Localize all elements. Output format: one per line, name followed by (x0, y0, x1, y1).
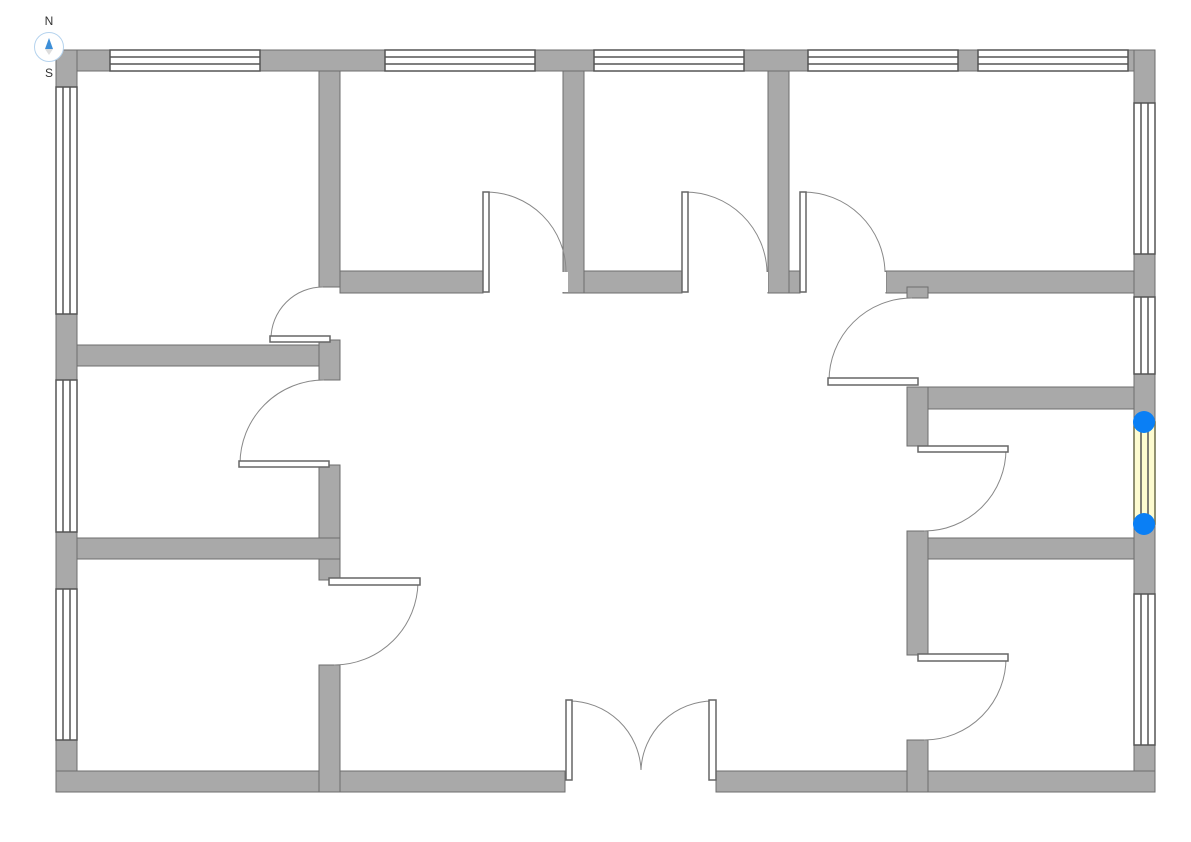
window[interactable] (1133, 296, 1156, 375)
door-swing-arc (485, 191, 567, 273)
door[interactable] (565, 699, 573, 781)
door[interactable] (917, 653, 1009, 662)
door-opening (483, 272, 568, 292)
window[interactable] (593, 49, 745, 72)
door-swing-arc (684, 191, 768, 273)
wall[interactable] (927, 537, 1135, 560)
door-opening (682, 272, 768, 292)
wall[interactable] (318, 664, 341, 793)
door-opening (800, 272, 886, 292)
window[interactable] (55, 588, 78, 741)
wall[interactable] (906, 286, 929, 299)
wall[interactable] (562, 70, 585, 294)
wall[interactable] (76, 537, 341, 560)
compass-south-label: S (44, 66, 53, 80)
door-swing-arc (923, 656, 1007, 741)
door-swing-arc (333, 581, 419, 666)
wall[interactable] (767, 70, 790, 294)
window[interactable] (109, 49, 261, 72)
wall[interactable] (339, 270, 484, 294)
compass-icon (34, 32, 64, 62)
wall[interactable] (715, 770, 1156, 793)
window[interactable] (384, 49, 536, 72)
wall[interactable] (318, 339, 341, 381)
selection-handle-bottom[interactable] (1133, 513, 1155, 535)
wall[interactable] (927, 386, 1135, 410)
door-swing-arc (568, 700, 642, 771)
window[interactable] (1133, 593, 1156, 746)
door[interactable] (269, 335, 331, 343)
selection-handle-top[interactable] (1133, 411, 1155, 433)
wall[interactable] (906, 739, 929, 793)
door[interactable] (827, 377, 919, 386)
door[interactable] (799, 191, 807, 293)
wall[interactable] (55, 770, 566, 793)
door[interactable] (681, 191, 689, 293)
door-swing-arc (270, 286, 324, 340)
door[interactable] (482, 191, 490, 293)
wall[interactable] (76, 344, 341, 367)
selected-window[interactable] (1133, 421, 1156, 525)
door-swing-arc (239, 379, 325, 465)
window[interactable] (55, 86, 78, 315)
door[interactable] (708, 699, 717, 781)
window[interactable] (807, 49, 959, 72)
window[interactable] (977, 49, 1129, 72)
wall[interactable] (318, 70, 341, 288)
window[interactable] (1133, 102, 1156, 255)
door[interactable] (238, 460, 330, 468)
wall[interactable] (906, 530, 929, 656)
door-swing-arc (923, 448, 1007, 532)
window[interactable] (55, 379, 78, 533)
wall[interactable] (906, 386, 929, 447)
door-swing-arc (802, 191, 886, 273)
door-swing-arc (640, 700, 714, 771)
compass[interactable]: N S (33, 14, 69, 84)
door-swing-arc (828, 297, 913, 382)
wall[interactable] (318, 464, 341, 581)
door[interactable] (328, 577, 421, 586)
compass-north-label: N (44, 14, 54, 28)
door[interactable] (917, 445, 1009, 453)
